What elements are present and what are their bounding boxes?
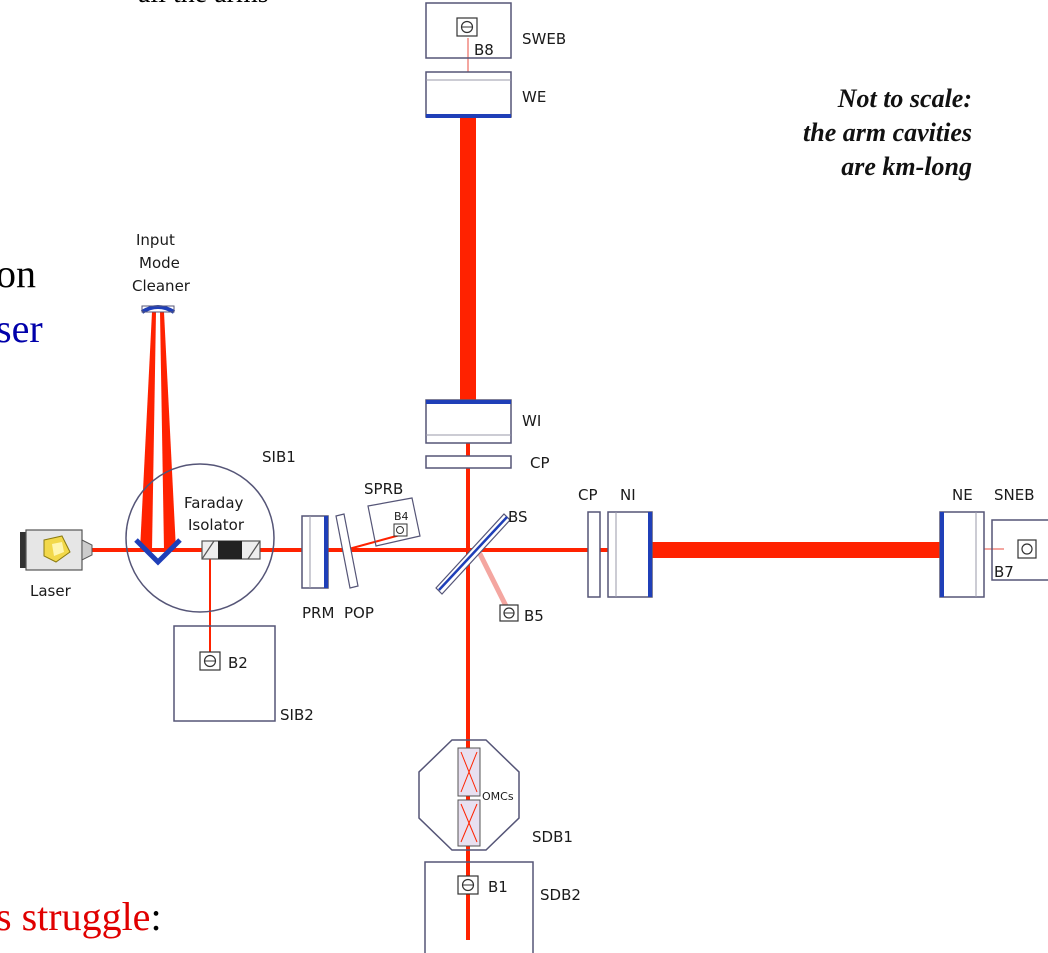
top-text-fragment: all the arms: [138, 0, 269, 10]
scale-note-line1: Not to scale:: [837, 84, 972, 113]
mirror-wi: [425, 399, 512, 444]
label-sib1: SIB1: [262, 448, 296, 466]
beam-imc-left: [140, 312, 156, 550]
compensation-plate-north: [587, 511, 601, 598]
label-b7: B7: [994, 563, 1014, 581]
mirror-ni: [607, 511, 653, 598]
laser-icon: [20, 529, 93, 571]
beam-north-arm: [652, 542, 942, 558]
label-cp-west: CP: [530, 454, 550, 472]
photodiode-b2-icon: [199, 651, 221, 671]
label-sweb: SWEB: [522, 30, 566, 48]
label-prm: PRM: [302, 604, 334, 622]
label-we: WE: [522, 88, 546, 106]
sdb1-bench: [418, 739, 520, 851]
mirror-ne-coating: [940, 512, 944, 597]
beam-imc-right: [160, 312, 176, 550]
slide-text-line2: ser: [0, 306, 43, 351]
faraday-isolator-icon: [201, 540, 261, 560]
label-sneb: SNEB: [994, 486, 1035, 504]
label-b8: B8: [474, 41, 494, 59]
mirror-ni-coating: [648, 512, 652, 597]
compensation-plate-west: [425, 455, 512, 469]
sib1-bench: [125, 463, 275, 613]
label-b1: B1: [488, 878, 508, 896]
sneb-bench: [991, 519, 1048, 581]
label-pop: POP: [344, 604, 374, 622]
mirror-we: [425, 71, 512, 118]
label-b2: B2: [228, 654, 248, 672]
omc-cavities: [457, 747, 481, 847]
label-ne: NE: [952, 486, 973, 504]
pickoff-plate-pop: [335, 513, 359, 589]
scale-note: Not to scale: the arm cavities are km-lo…: [803, 82, 972, 184]
label-faraday: Faraday: [184, 494, 244, 512]
label-omcs: OMCs: [482, 790, 514, 803]
beam-pop-to-b4: [344, 534, 401, 551]
imc-mirror: [140, 305, 176, 314]
label-b4: B4: [394, 510, 409, 523]
label-isolator: Isolator: [188, 516, 245, 534]
mirror-wi-coating: [426, 400, 511, 404]
photodiode-b4-icon: [393, 523, 408, 537]
mirror-ne: [939, 511, 985, 598]
beam-bs-to-ni: [468, 548, 608, 552]
label-ni: NI: [620, 486, 636, 504]
label-cp-north: CP: [578, 486, 598, 504]
label-imc-line2: Mode: [139, 254, 180, 272]
label-wi: WI: [522, 412, 541, 430]
photodiode-b7-icon: [1017, 539, 1037, 559]
scale-note-line3: are km-long: [841, 152, 972, 181]
beam-wi-to-bs: [466, 400, 470, 550]
sprb-bench: [367, 497, 421, 547]
sweb-bench: [425, 2, 512, 59]
label-laser: Laser: [30, 582, 72, 600]
scale-note-line2: the arm cavities: [803, 118, 972, 147]
photodiode-b8-icon: [456, 17, 478, 37]
label-imc-line1: Input: [136, 231, 175, 249]
label-sdb1: SDB1: [532, 828, 573, 846]
slide-text-bottom: s struggle:: [0, 893, 162, 940]
photodiode-b5-icon: [499, 604, 519, 622]
mirror-prm-coating: [324, 516, 328, 588]
label-sib2: SIB2: [280, 706, 314, 724]
slide-text-line1: on: [0, 251, 36, 296]
mirror-we-coating: [426, 114, 511, 118]
slide-text-bottom-red: s struggle: [0, 894, 151, 939]
photodiode-b1-icon: [457, 875, 479, 895]
beam-splitter-coating: [438, 516, 508, 591]
beam-west-arm: [460, 118, 476, 400]
sib2-bench: [173, 625, 276, 722]
label-b5: B5: [524, 607, 544, 625]
sdb2-bench: [424, 861, 534, 953]
beam-bs-to-b5: [475, 548, 511, 612]
slide-text-bottom-tail: :: [150, 894, 162, 939]
beam-laser-to-bs: [88, 548, 468, 552]
label-sprb: SPRB: [364, 480, 403, 498]
label-bs: BS: [508, 508, 528, 526]
label-sdb2: SDB2: [540, 886, 581, 904]
beams: [88, 38, 1004, 940]
beam-bs-to-sdb: [466, 550, 470, 940]
imc-steering-mirrors: [134, 538, 182, 566]
label-imc-line3: Cleaner: [132, 277, 191, 295]
